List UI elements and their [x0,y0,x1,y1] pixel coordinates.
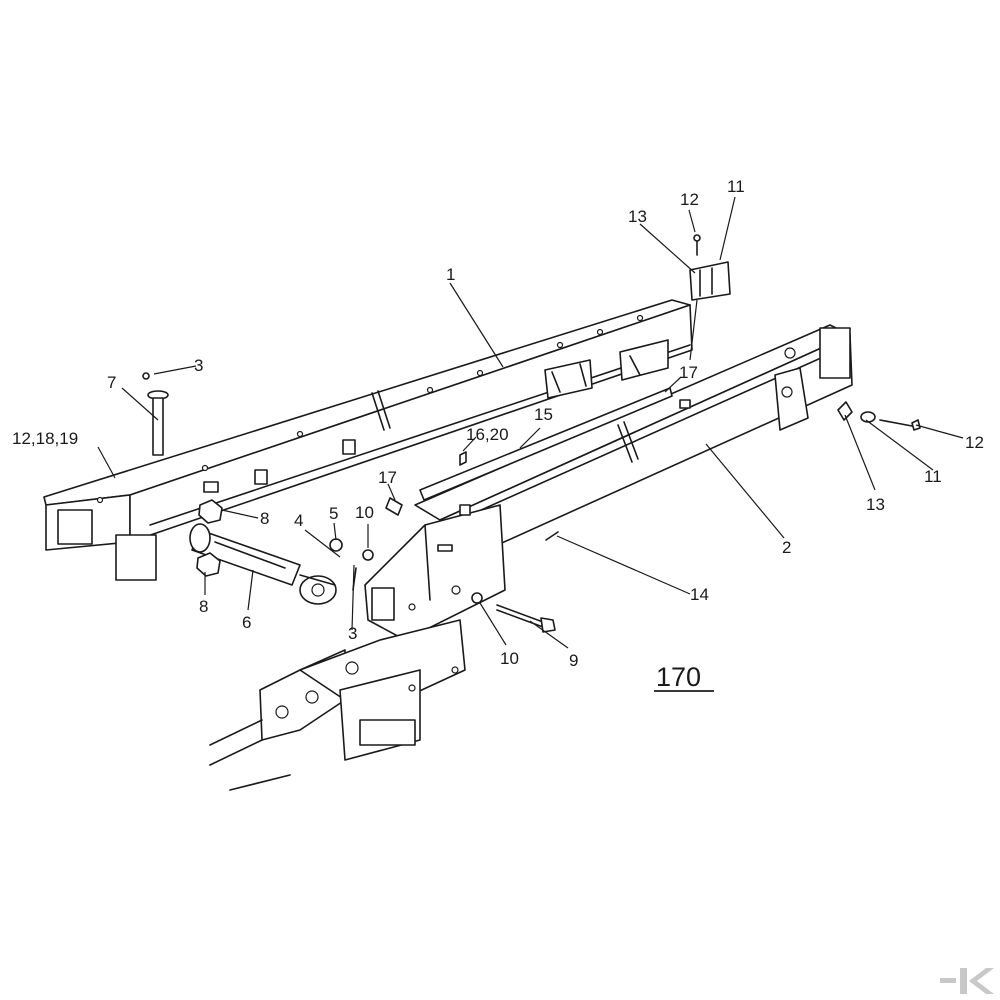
callout-7: 7 [107,373,116,392]
callout-17-right: 17 [679,363,698,382]
frame-beam-1 [43,299,693,581]
pin-7 [147,390,169,456]
callout-13-right: 13 [866,495,885,514]
callout-11-top: 11 [727,177,745,196]
frame-beam-2 [414,324,853,571]
callout-labels: 1 2 3 3 4 5 6 7 8 8 9 10 10 11 11 12 12 … [12,177,984,670]
callout-2: 2 [782,538,791,557]
callout-12-right: 12 [965,433,984,452]
callout-15: 15 [534,405,553,424]
callout-10-lower: 10 [500,649,519,668]
callout-16-20: 16,20 [466,425,509,444]
callout-17-left: 17 [378,468,397,487]
figure-number: 170 [654,662,714,692]
rod-15 [419,387,673,501]
front-bracket-plate [364,504,506,641]
callout-8-lower: 8 [199,597,208,616]
callout-14: 14 [690,585,709,604]
callout-6: 6 [242,613,251,632]
callout-5: 5 [329,504,338,523]
callout-9: 9 [569,651,578,670]
callout-4: 4 [294,511,303,530]
callout-11-right: 11 [924,467,942,486]
nuts-8 [196,499,223,577]
k-brand-logo-icon [940,968,994,994]
small-hardware [142,234,921,633]
callout-3-top: 3 [194,356,203,375]
callout-12-18-19: 12,18,19 [12,429,78,448]
callout-3-bottom: 3 [348,624,357,643]
figure-number-text: 170 [656,662,701,692]
callout-10-upper: 10 [355,503,374,522]
callout-1: 1 [446,265,455,284]
hydraulic-cylinder-6 [189,523,337,605]
tow-hitch [209,619,466,791]
callout-13-top: 13 [628,207,647,226]
callout-8-upper: 8 [260,509,269,528]
callout-12-top: 12 [680,190,699,209]
leader-lines [97,196,964,649]
part-drawings [43,234,921,791]
